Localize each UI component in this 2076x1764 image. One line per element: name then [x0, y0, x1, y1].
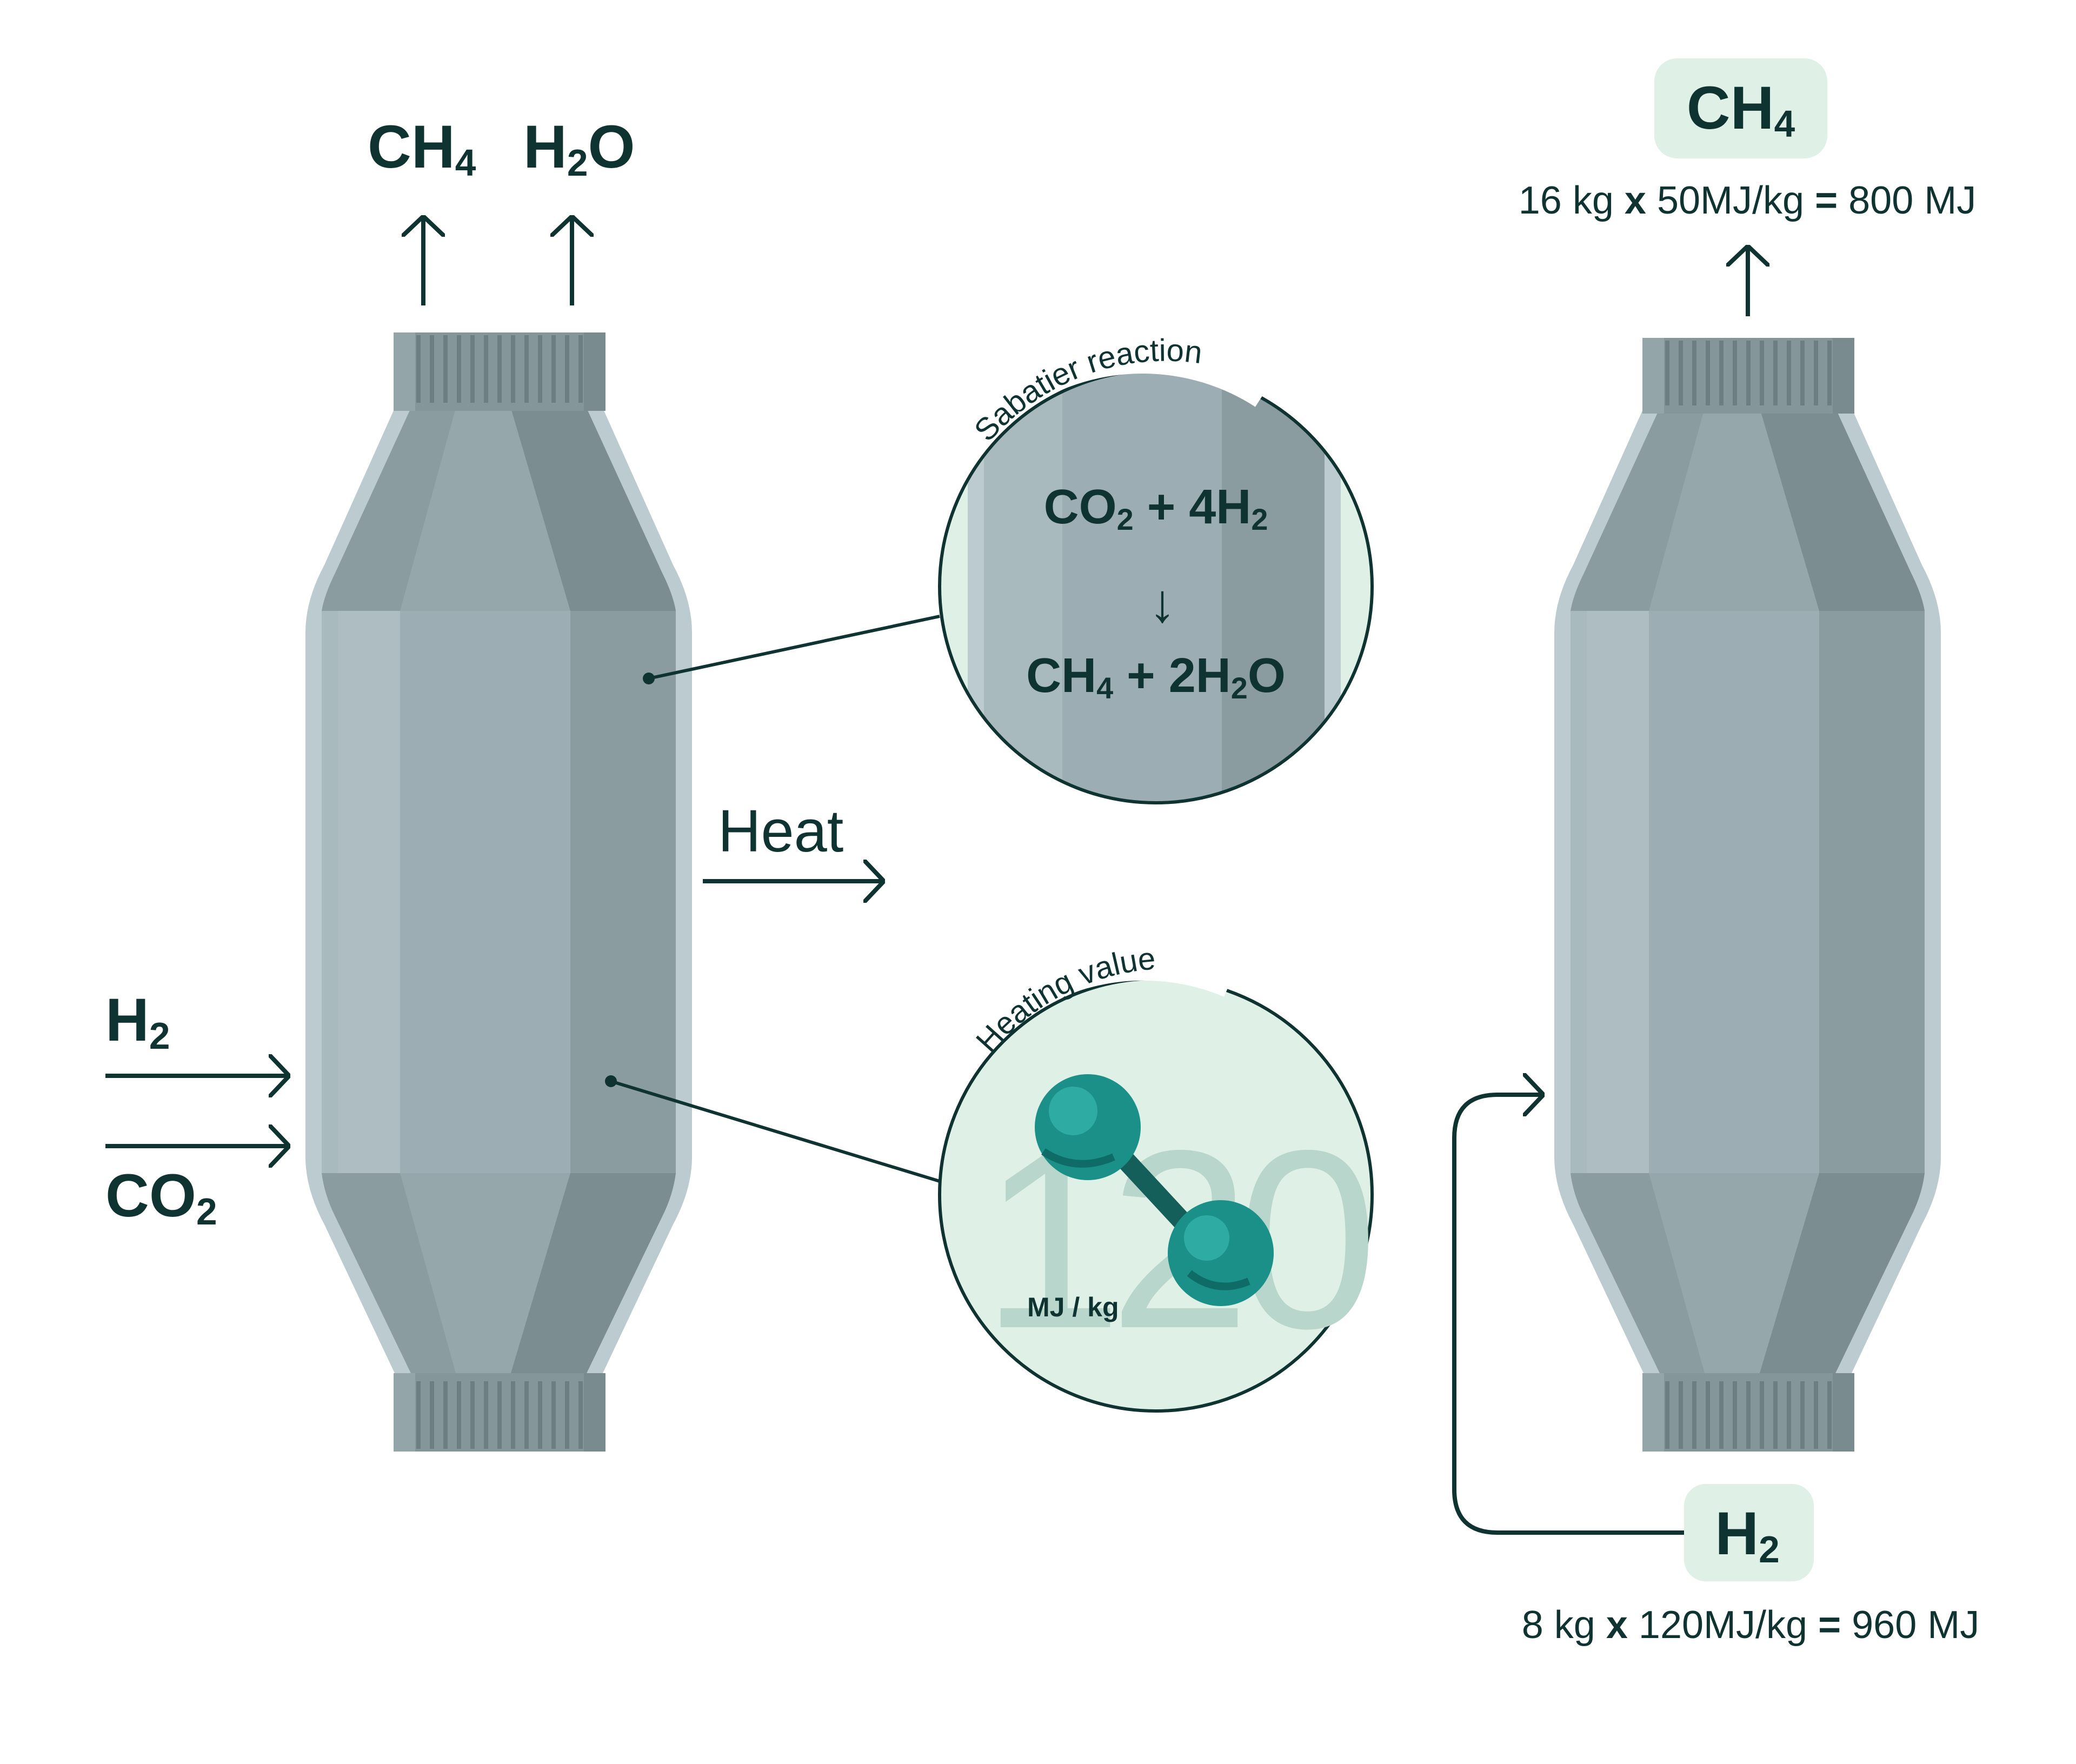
hydrogen-molecule-icon	[1035, 1074, 1274, 1306]
heating-value-unit: MJ / kg	[1027, 1292, 1119, 1322]
feed-label-h2: H2	[1715, 1500, 1780, 1570]
input-label-h2: H2	[105, 986, 170, 1057]
sabatier-products: CH4 + 2H2O	[1026, 649, 1286, 705]
heating-value-zoom: Heating value 120 MJ / kg	[938, 941, 1385, 1413]
sabatier-zoom: Sabatier reaction CO2 + 4H2 ↓ CH4 + 2H2O	[938, 332, 1374, 804]
callout-dot-sabatier	[643, 673, 655, 684]
callout-dot-heating	[605, 1075, 617, 1087]
product-label-ch4: CH4	[1687, 74, 1795, 145]
feed-energy-calc: 8 kg x 120MJ/kg = 960 MJ	[1522, 1603, 1979, 1647]
sabatier-reactants: CO2 + 4H2	[1044, 480, 1268, 536]
output-label-h2o: H2O	[523, 113, 635, 184]
heat-label: Heat	[718, 798, 843, 864]
reaction-arrow-icon: ↓	[1149, 573, 1176, 634]
callout-line-sabatier	[648, 615, 940, 680]
feed-badge-h2	[1684, 1484, 1814, 1581]
output-arrows-left	[423, 216, 572, 305]
input-label-co2: CO2	[105, 1162, 217, 1233]
output-label-ch4: CH4	[368, 113, 476, 184]
product-badge-ch4	[1654, 58, 1827, 158]
product-energy-calc: 16 kg x 50MJ/kg = 800 MJ	[1519, 179, 1976, 222]
reactor-vessel-left	[305, 332, 692, 1452]
callout-line-heating	[610, 1080, 940, 1183]
reactor-vessel-right	[1554, 338, 1941, 1452]
feed-arrow-h2	[1452, 1095, 1684, 1535]
